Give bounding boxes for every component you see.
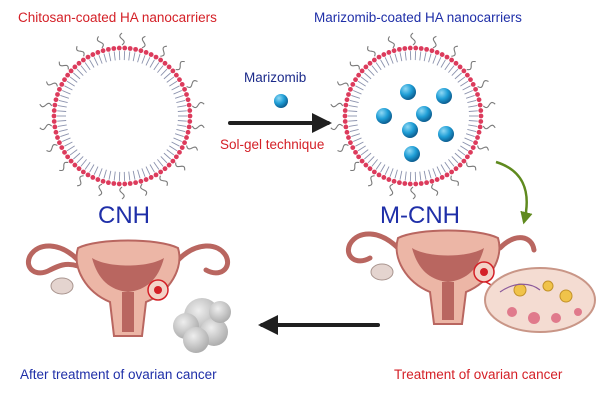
marizomib-particles (376, 84, 454, 162)
chitosan-carrier-caption: Chitosan-coated HA nanocarriers (18, 10, 217, 25)
ovary-detail-icon (484, 267, 596, 333)
marizomib-particle (400, 84, 416, 100)
marizomib-ha-nanocarrier-icon (330, 32, 496, 200)
mcnh-label: M-CNH (380, 202, 460, 229)
marizomib-particle (376, 108, 392, 124)
administration-arrow (495, 160, 533, 225)
marizomib-particle-icon (274, 94, 288, 108)
marizomib-carrier-caption: Marizomib-coated HA nanocarriers (314, 10, 522, 25)
method-label: Sol-gel technique (220, 137, 325, 152)
marizomib-particle (402, 122, 418, 138)
tumor-icon (173, 298, 231, 353)
marizomib-label: Marizomib (244, 70, 307, 85)
marizomib-particle (404, 146, 420, 162)
uterus-tumor-icon (346, 229, 596, 333)
after-treatment-label: After treatment of ovarian cancer (20, 367, 217, 382)
marizomib-particle (438, 126, 454, 142)
uterus-treated-icon (26, 239, 231, 353)
treatment-label: Treatment of ovarian cancer (394, 367, 563, 382)
cnh-label: CNH (98, 202, 150, 229)
marizomib-particle (436, 88, 452, 104)
chitosan-ha-nanocarrier-icon (39, 32, 205, 200)
marizomib-particle (416, 106, 432, 122)
